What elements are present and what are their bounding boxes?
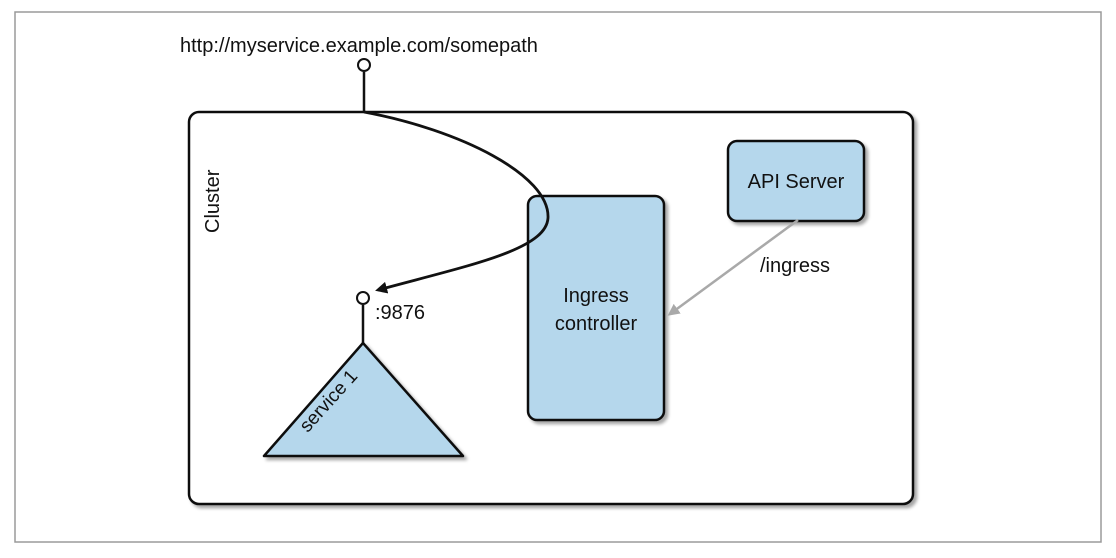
service-1-triangle (262, 341, 465, 458)
service-port-icon (356, 291, 370, 305)
ingress-controller-box (526, 194, 666, 422)
ingress-controller-label-line1: Ingress (563, 285, 629, 307)
url-label: http://myservice.example.com/somepath (180, 35, 538, 57)
ingress-controller-label-line2: controller (555, 313, 638, 335)
cluster-label: Cluster (202, 169, 224, 233)
api-to-ingress-arrow (667, 218, 799, 316)
figure-frame (14, 11, 1102, 543)
traffic-path-arrow (363, 110, 550, 294)
api-server-label: API Server (748, 171, 845, 193)
entry-point-icon (357, 58, 371, 72)
ingress-path-label: /ingress (760, 255, 830, 277)
port-label: :9876 (375, 302, 425, 324)
